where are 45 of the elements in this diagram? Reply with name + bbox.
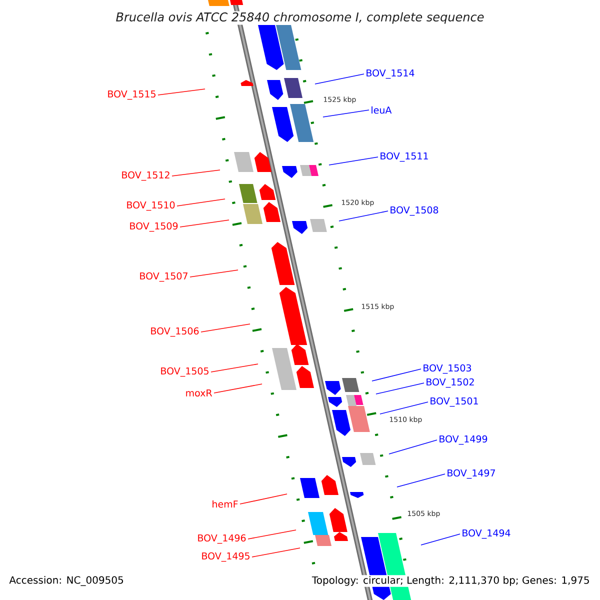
gene-label: BOV_1499 bbox=[440, 435, 488, 445]
leader-line bbox=[388, 440, 438, 454]
gene-label: BOV_1502 bbox=[426, 378, 474, 388]
leader-line bbox=[158, 88, 206, 96]
leader-line bbox=[328, 156, 378, 166]
leader-line bbox=[322, 110, 370, 118]
leader-line bbox=[396, 474, 446, 488]
accession-label: Accession: NC_009505 bbox=[9, 576, 124, 586]
leader-line bbox=[240, 494, 288, 504]
gene-label: BOV_1510 bbox=[127, 201, 175, 211]
summary-label: Topology: circular; Length: 2,111,370 bp; Genes: 1,975 bbox=[310, 575, 591, 587]
leader-line bbox=[248, 530, 296, 540]
leader-line bbox=[376, 382, 424, 394]
gene-label: BOV_1506 bbox=[151, 327, 199, 337]
gene-label: BOV_1511 bbox=[380, 152, 428, 162]
gene-label: BOV_1507 bbox=[140, 272, 188, 282]
leader-line bbox=[420, 534, 460, 546]
gene-label: BOV_1494 bbox=[462, 529, 510, 539]
gene-label: BOV_1503 bbox=[424, 364, 472, 374]
gene-label: leuA bbox=[372, 106, 392, 114]
leader-line bbox=[210, 364, 258, 372]
leader-line bbox=[372, 368, 422, 382]
leader-line bbox=[252, 548, 300, 558]
gene-label: BOV_1505 bbox=[161, 367, 208, 377]
leader-line bbox=[176, 198, 226, 206]
gene-label: BOV_1497 bbox=[448, 469, 495, 479]
gene-label: BOV_1501 bbox=[430, 397, 478, 407]
gene-label: BOV_1514 bbox=[366, 69, 414, 79]
leader-line bbox=[200, 324, 250, 332]
leader-line bbox=[338, 210, 388, 222]
gene-label: BOV_1508 bbox=[390, 206, 438, 216]
gene-label: hemF bbox=[212, 500, 238, 508]
title: Brucella ovis ATCC 25840 chromosome I, complete sequence bbox=[114, 11, 486, 25]
gene-label: BOV_1512 bbox=[122, 171, 170, 181]
gene-label: BOV_1495 bbox=[202, 552, 250, 562]
leader-line bbox=[380, 402, 428, 414]
gene-label: BOV_1515 bbox=[108, 90, 156, 100]
gene-label: BOV_1509 bbox=[130, 222, 178, 232]
leader-line bbox=[214, 384, 262, 394]
leader-line bbox=[314, 74, 364, 84]
leader-line bbox=[172, 170, 220, 176]
gene-label: BOV_1496 bbox=[198, 534, 246, 544]
leader-line bbox=[180, 220, 230, 228]
gene-label: moxR bbox=[186, 389, 212, 397]
leader-line bbox=[190, 270, 238, 278]
